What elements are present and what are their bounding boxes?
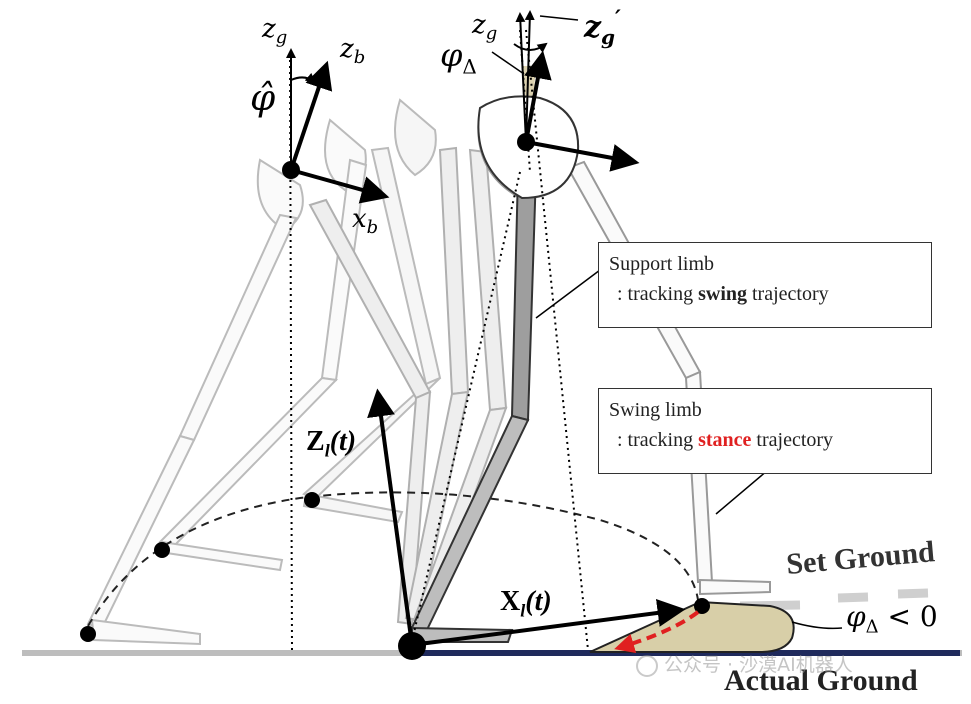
- zg-left-label: zg: [262, 14, 287, 48]
- zg-left-sub: g: [275, 27, 288, 49]
- swing-limb-desc: : tracking stance trajectory: [609, 425, 921, 455]
- swing-trajectory-dashed: [87, 491, 699, 627]
- watermark-text: 公众号 · 沙漠AI机器人: [664, 654, 853, 676]
- support-desc-pre: : tracking: [617, 283, 699, 305]
- support-limb-title: Support limb: [609, 253, 715, 275]
- set-ground-dash-3: [897, 588, 929, 599]
- zb-axis-mid: [524, 50, 552, 143]
- body-origin-left: [282, 161, 300, 179]
- zl-label: Zl(t): [306, 426, 356, 462]
- zl-arg: (t): [329, 426, 357, 457]
- phi-delta-label: φΔ: [440, 36, 477, 78]
- phi-delta-arc: [513, 42, 548, 53]
- zg-prime-leader: [539, 15, 579, 21]
- stance-trajectory-red: [614, 610, 700, 654]
- zb-text: z: [340, 34, 354, 64]
- phi-delta-condition: φΔ < 0: [846, 600, 938, 638]
- xb-axis: [290, 168, 390, 204]
- zg-prime-mark: ′: [615, 6, 621, 32]
- swing-desc-post: trajectory: [751, 429, 834, 451]
- zb-label: zb: [340, 34, 365, 68]
- zg-mid-sub: g: [485, 23, 498, 45]
- ghost-leg-1: [86, 158, 304, 646]
- zb-sub: b: [353, 47, 366, 69]
- zg-prime-text: z: [584, 10, 602, 45]
- ghost-leg-4: [308, 146, 508, 626]
- zl-text: Z: [306, 426, 325, 457]
- foot-dot-2: [154, 542, 170, 558]
- phi-delta-sub: Δ: [462, 54, 477, 79]
- swing-limb-title: Swing limb: [609, 399, 702, 421]
- actual-ground-label: Actual Ground: [724, 664, 918, 697]
- foot-dot-1: [80, 626, 96, 642]
- swing-desc-bold: stance: [698, 429, 752, 451]
- set-ground-dash-2: [837, 592, 869, 603]
- zg-mid-label: zg: [472, 10, 497, 44]
- xl-axis: [411, 599, 686, 647]
- phi-cond-leader: [791, 621, 843, 630]
- zg-prime-label: zg′: [584, 6, 621, 49]
- support-leg: [408, 171, 538, 643]
- sand-obstacle: [589, 600, 795, 653]
- watermark: 公众号 · 沙漠AI机器人: [636, 650, 853, 677]
- support-limb-callout: Support limb : tracking swing trajectory: [598, 242, 932, 328]
- phi-cond-rel: < 0: [878, 600, 938, 633]
- support-desc-bold: swing: [698, 283, 747, 305]
- phi-hat-label: φ̂: [250, 78, 276, 119]
- zb-axis: [289, 60, 333, 171]
- xb-label: xb: [352, 204, 378, 238]
- zg-mid-text: z: [472, 10, 486, 40]
- xl-sub: l: [520, 600, 526, 621]
- foot-dot-3: [304, 492, 320, 508]
- zg-axis-mid: [515, 12, 527, 143]
- phi-cond-sub: Δ: [865, 616, 879, 638]
- zg-dotted-mid-ext: [409, 171, 521, 651]
- xl-arg: (t): [525, 586, 552, 617]
- zg-prime-sub: g: [601, 25, 616, 49]
- zg-dotted-left: [289, 59, 293, 653]
- support-leader: [535, 269, 601, 319]
- phi-cond-text: φ: [846, 600, 866, 633]
- xb-axis-mid: [525, 140, 640, 172]
- zl-sub: l: [324, 440, 330, 461]
- zl-axis: [367, 388, 414, 646]
- wechat-icon: [636, 654, 658, 677]
- support-limb-desc: : tracking swing trajectory: [609, 279, 921, 309]
- swing-limb-callout: Swing limb : tracking stance trajectory: [598, 388, 932, 474]
- xl-text: X: [500, 586, 521, 617]
- foot-dot-swing: [694, 598, 710, 614]
- body-origin-mid: [517, 133, 535, 151]
- ghost-leg-3: [302, 98, 442, 524]
- xb-text: x: [352, 204, 367, 234]
- zg-prime-dotted: [525, 29, 589, 651]
- phi-delta-text: φ: [440, 36, 463, 74]
- foot-origin: [398, 632, 426, 660]
- xb-sub: b: [366, 217, 379, 239]
- xl-label: Xl(t): [500, 586, 552, 622]
- zg-left-text: z: [262, 14, 276, 44]
- support-desc-post: trajectory: [747, 283, 829, 305]
- phi-hat-arc: [290, 72, 316, 84]
- phi-delta-leader: [491, 51, 525, 75]
- swing-desc-pre: : tracking: [617, 429, 699, 451]
- swing-leader: [715, 469, 769, 515]
